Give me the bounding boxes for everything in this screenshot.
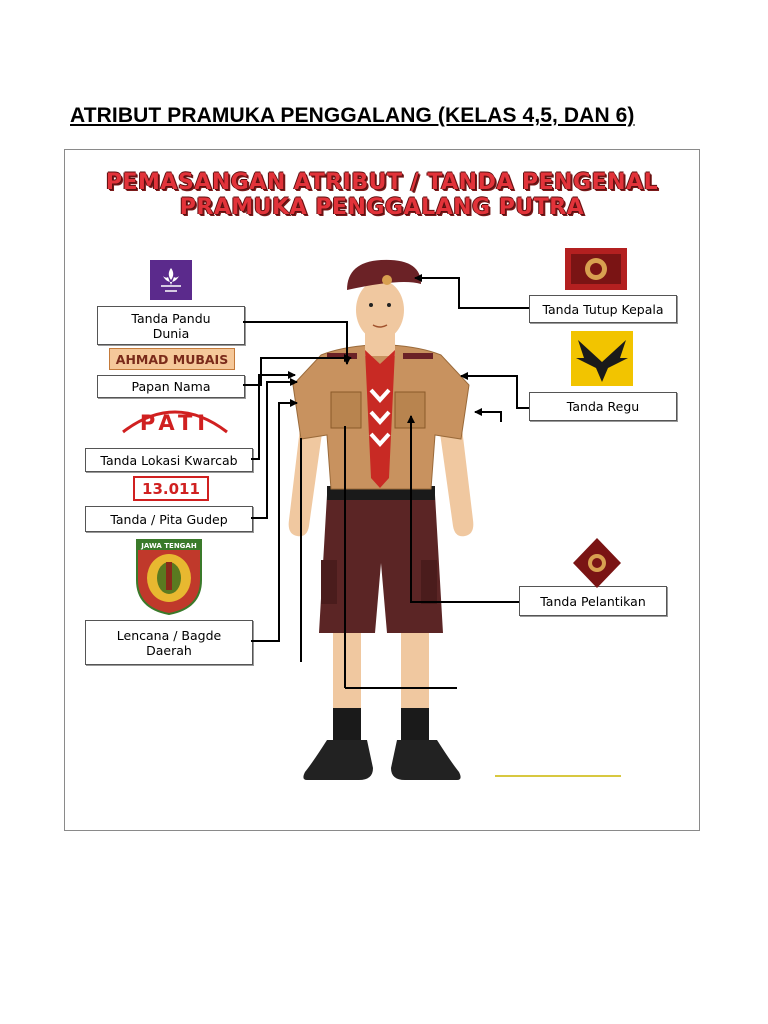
label-tanda-tutup-kepala: Tanda Tutup Kepala	[529, 295, 677, 323]
tutup-kepala-badge-icon	[565, 248, 627, 290]
connector-lines	[243, 274, 529, 689]
regu-badge-icon	[571, 331, 633, 386]
pati-location-arc-icon: PATI	[122, 410, 228, 435]
gudep-number-sample: 13.011	[133, 476, 209, 501]
name-plate-sample: AHMAD MUBAIS	[109, 348, 235, 370]
label-papan-nama: Papan Nama	[97, 375, 245, 398]
label-lencana-daerah: Lencana / Bagde Daerah	[85, 620, 253, 665]
label-tanda-pita-gudep: Tanda / Pita Gudep	[85, 506, 253, 532]
scout-figure	[288, 259, 474, 780]
uniform-illustration: PATI JAWA TENGAH	[122, 248, 633, 780]
badge-banner-text: JAWA TENGAH	[140, 542, 197, 550]
jawa-tengah-badge-icon: JAWA TENGAH	[136, 539, 202, 616]
pelantikan-badge-icon	[573, 538, 621, 588]
label-tanda-lokasi-kwarcab: Tanda Lokasi Kwarcab	[85, 448, 253, 472]
poster-frame: PEMASANGAN ATRIBUT / TANDA PENGENAL PRAM…	[64, 149, 700, 831]
label-tanda-pandu-dunia: Tanda Pandu Dunia	[97, 306, 245, 345]
label-tanda-regu: Tanda Regu	[529, 392, 677, 421]
poster-title-line1: PEMASANGAN ATRIBUT / TANDA PENGENAL	[105, 170, 659, 195]
page-title: ATRIBUT PRAMUKA PENGGALANG (KELAS 4,5, D…	[70, 104, 635, 127]
label-tanda-pelantikan: Tanda Pelantikan	[519, 586, 667, 616]
world-scout-badge-icon	[150, 260, 192, 300]
poster-title-line2: PRAMUKA PENGGALANG PUTRA	[179, 195, 585, 220]
pati-arc-text: PATI	[140, 411, 210, 435]
